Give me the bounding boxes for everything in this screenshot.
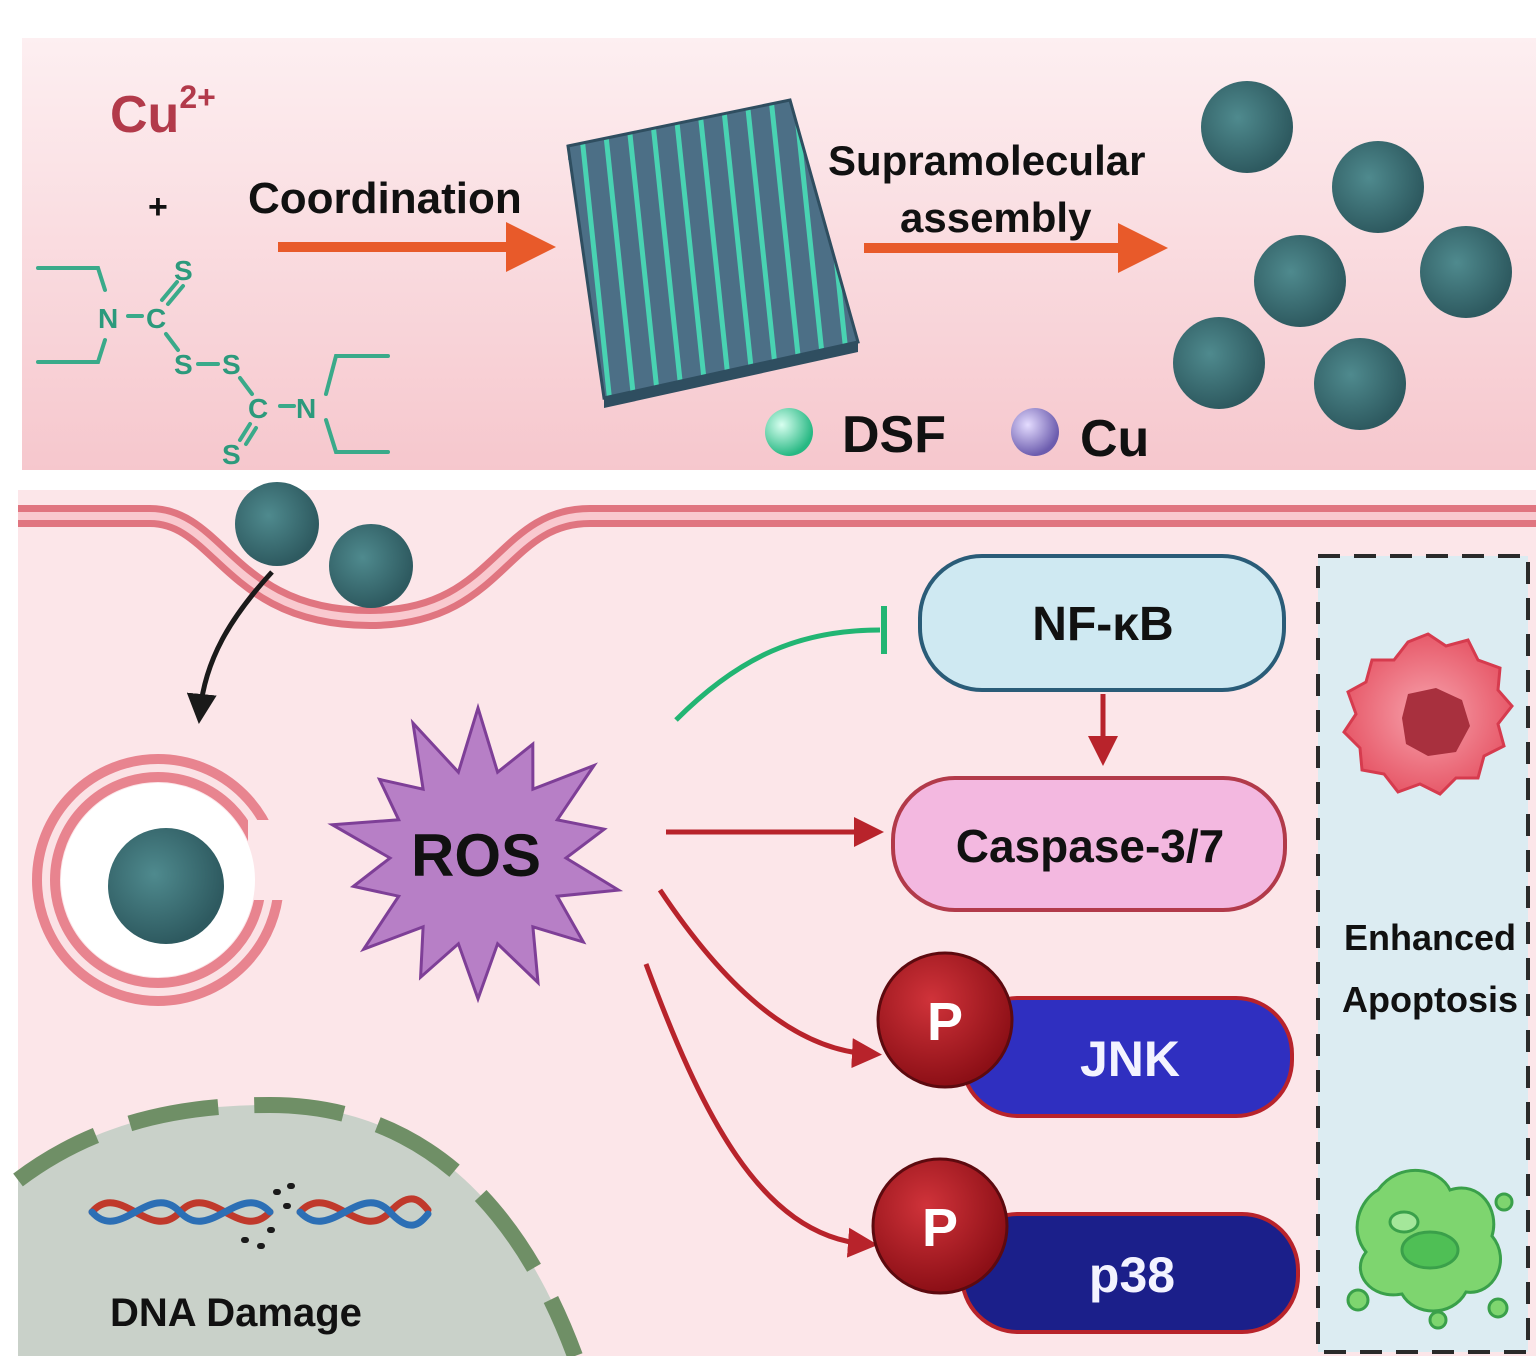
enhanced-label: Enhanced <box>1344 917 1516 958</box>
ros-to-jnk-arrow <box>657 888 882 1069</box>
ros-to-p38-arrow <box>643 963 878 1258</box>
jnk-phospho-icon <box>876 951 1014 1089</box>
svg-text:N: N <box>98 303 118 334</box>
coordination-label: Coordination <box>248 174 522 223</box>
caspase-node: Caspase-3/7 <box>891 776 1287 912</box>
assembly-label: assembly <box>900 194 1092 241</box>
svg-text:N: N <box>296 393 316 424</box>
inhibition-arrow <box>674 627 881 722</box>
dna-damage-label: DNA Damage <box>110 1291 362 1335</box>
nanoparticles-entering <box>235 482 413 608</box>
endocytosis-arrow <box>186 570 274 724</box>
svg-text:C: C <box>146 303 166 334</box>
dna-helix-icon <box>88 1183 432 1249</box>
disulfiram-atoms: N C S S S C N S <box>98 255 316 470</box>
svg-text:S: S <box>222 349 241 380</box>
caspase-label: Caspase-3/7 <box>956 820 1225 872</box>
outcome-box: Enhanced Apoptosis <box>1316 554 1530 1354</box>
nfkb-node: NF-κB <box>918 554 1286 692</box>
disulfiram-structure <box>36 266 390 454</box>
p38-phospho-icon <box>871 1157 1009 1295</box>
svg-text:S: S <box>222 439 241 470</box>
layered-crystal <box>566 98 860 408</box>
supramolecular-label: Supramolecular <box>828 137 1145 184</box>
cu-legend-label: Cu <box>1080 410 1149 468</box>
dsf-legend-swatch <box>765 408 813 456</box>
ros-label: ROS <box>411 822 541 889</box>
jnk-node: JNK P <box>876 951 1294 1118</box>
endosome <box>32 754 288 1006</box>
jnk-label: JNK <box>1080 1031 1180 1087</box>
copper-ion-label: Cu2+ <box>110 79 216 144</box>
nucleus <box>13 1096 583 1356</box>
dsf-legend-label: DSF <box>842 406 946 464</box>
p38-node: p38 P <box>871 1157 1300 1334</box>
jnk-phospho-label: P <box>927 992 963 1052</box>
svg-text:C: C <box>248 393 268 424</box>
apoptosis-label: Apoptosis <box>1342 979 1518 1020</box>
p38-phospho-label: P <box>922 1198 958 1258</box>
cu-legend-swatch <box>1011 408 1059 456</box>
plus-sign: + <box>148 188 168 226</box>
nfkb-label: NF-κB <box>1032 598 1173 651</box>
svg-text:S: S <box>174 349 193 380</box>
p38-label: p38 <box>1089 1247 1175 1303</box>
nanoparticles-top <box>1173 81 1512 430</box>
apoptotic-bodies-icon <box>1346 1168 1514 1330</box>
svg-text:S: S <box>174 255 193 286</box>
ros-burst: ROS <box>327 702 624 1004</box>
legend: DSF Cu <box>765 406 1149 468</box>
